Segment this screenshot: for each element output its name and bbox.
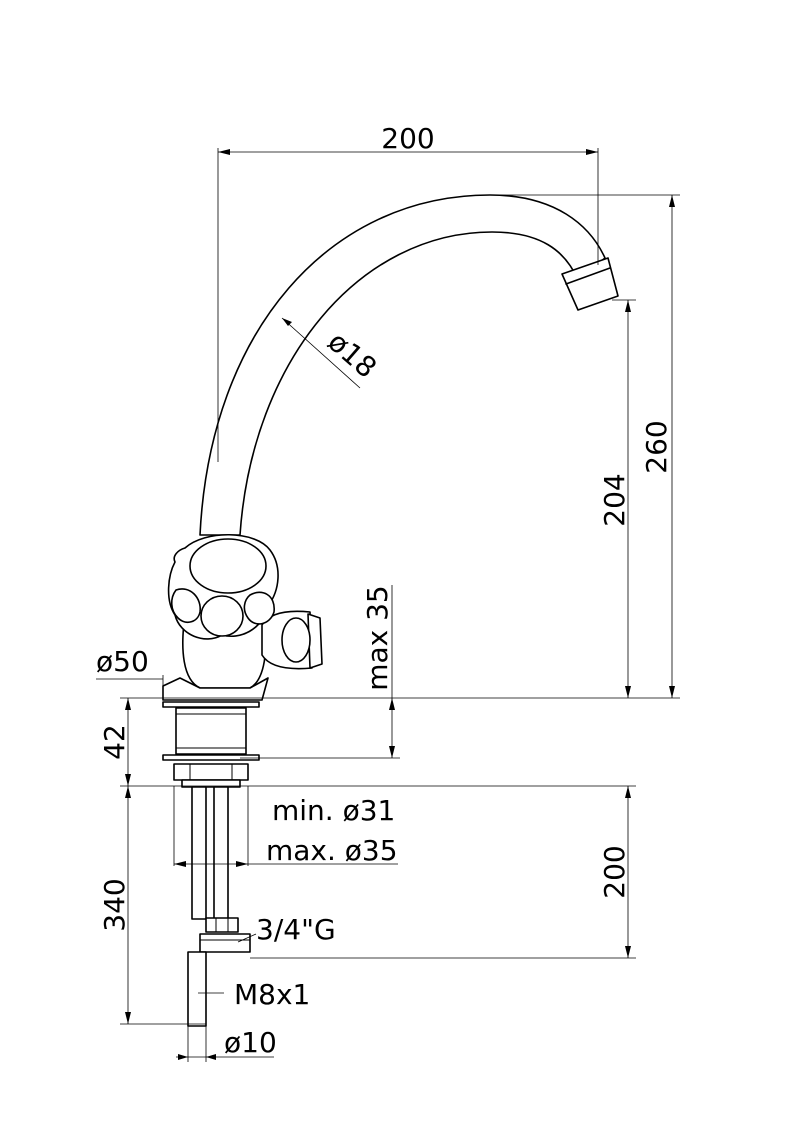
dim-rod-diameter: ø10 [224,1026,277,1059]
dim-max-thickness: max 35 [361,585,394,691]
supply-tube-right [213,786,229,920]
dim-total-height: 260 [640,420,673,473]
shank-washer [162,701,260,708]
supply-tube-left [191,786,207,920]
nut-base [181,779,241,788]
base-flange [162,677,269,701]
dim-hole-min: min. ø31 [272,794,395,827]
spout-tube [199,194,606,536]
dimension-labels: 200 260 204 ø18 ø50 max 35 42 min. ø31 m… [96,122,673,1059]
dim-rod-thread: M8x1 [234,978,310,1011]
shank-thread [175,707,247,755]
connector-body [199,933,251,953]
dim-spout-diameter: ø18 [321,325,382,385]
aerator-ring [565,267,611,285]
dim-total-length: 340 [98,878,131,931]
handle-left-lobe [170,588,201,624]
dim-hole-max: max. ø35 [266,834,398,867]
connector-nut [205,917,239,933]
handle-knob [281,617,311,663]
handle-center-lobe [200,595,244,637]
mounting-assembly [162,701,260,1027]
dimension-lines [96,148,680,1062]
dim-base-diameter: ø50 [96,645,149,678]
dim-outlet-height: 204 [598,473,631,526]
dim-connection: 3/4"G [256,913,336,946]
mounting-nut [173,763,249,781]
handle-right-lobe [243,591,275,625]
handle-top-lobe [189,538,267,594]
dim-spout-reach: 200 [381,122,434,155]
faucet-body [162,194,619,701]
shank-washer-lower [162,754,260,761]
dim-tail-length: 200 [598,845,631,898]
dim-shank-height: 42 [98,724,131,760]
threaded-rod [187,951,207,1027]
